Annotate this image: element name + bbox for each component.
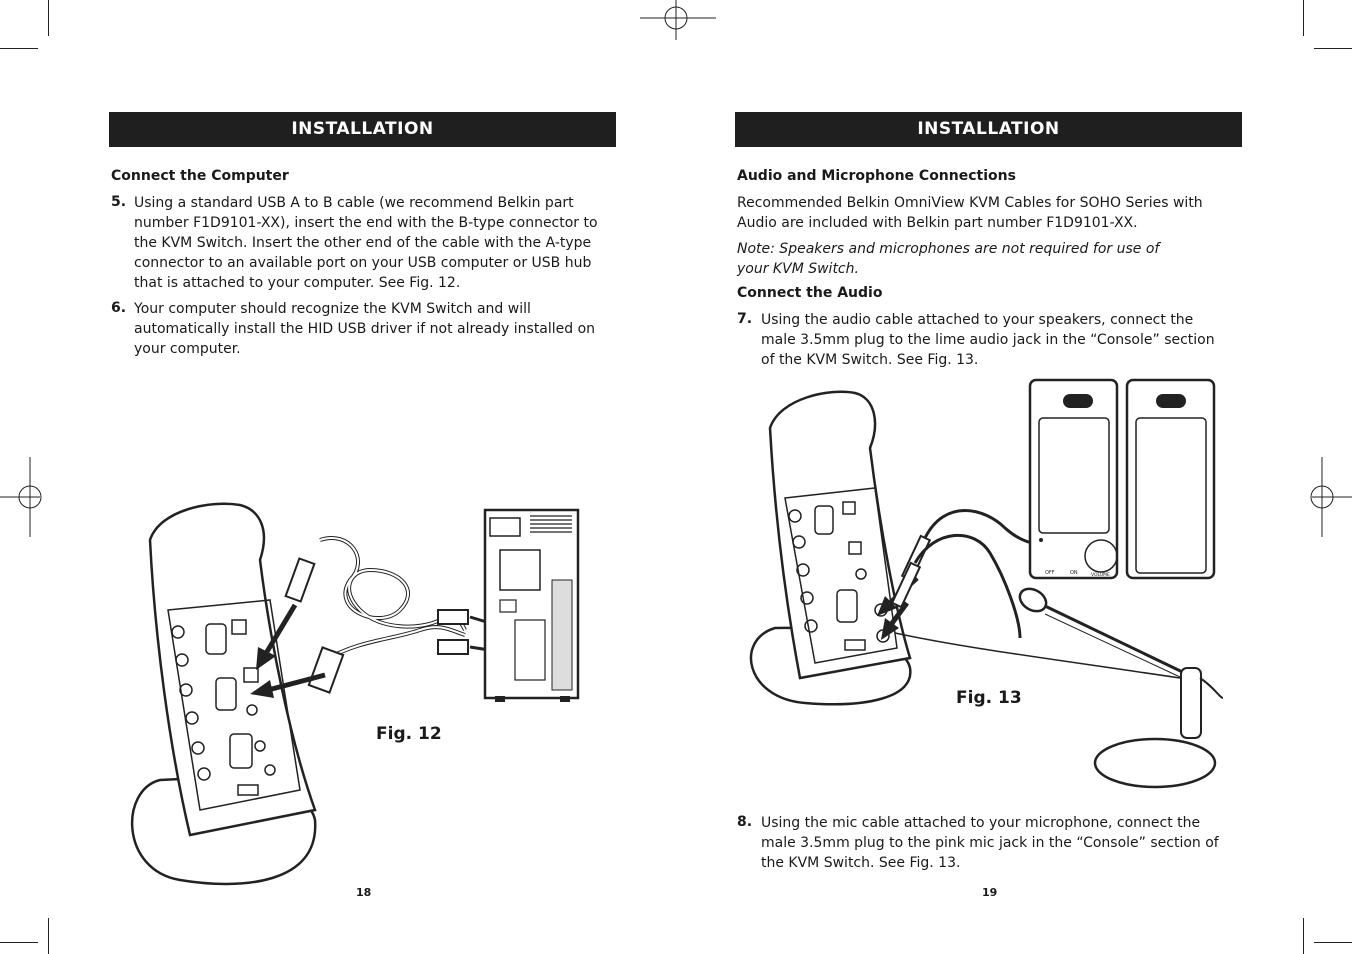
section-heading: Connect the Audio [737, 285, 883, 301]
figure-label: Fig. 13 [956, 688, 1022, 708]
kvm-audio-connection-illustration: OFF ON VOLUME [749, 378, 1224, 789]
crop-mark [0, 942, 38, 943]
intro-paragraph: Recommended Belkin OmniView KVM Cables f… [737, 195, 1203, 231]
speaker-off-label: OFF [1045, 570, 1055, 576]
speaker-on-label: ON [1070, 570, 1078, 576]
page-number: 19 [982, 886, 998, 899]
step-number: 5. [111, 194, 127, 210]
crop-mark [1314, 48, 1352, 49]
crop-mark [48, 918, 49, 954]
figure-label: Fig. 12 [376, 724, 442, 744]
section-header: INSTALLATION [735, 112, 1242, 147]
step-text: Using the mic cable attached to your mic… [761, 815, 1219, 871]
crop-mark [1303, 918, 1304, 954]
registration-mark-top [640, 0, 716, 40]
crop-mark [48, 0, 49, 36]
section-heading: Connect the Computer [111, 168, 289, 184]
registration-mark-right [1310, 457, 1352, 537]
speaker-volume-label: VOLUME [1091, 572, 1110, 578]
registration-mark-left [0, 457, 42, 537]
crop-mark [1303, 0, 1304, 36]
step-text: Using the audio cable attached to your s… [761, 312, 1215, 368]
step-number: 7. [737, 311, 753, 327]
crop-mark [0, 48, 38, 49]
step-number: 8. [737, 814, 753, 830]
section-header: INSTALLATION [109, 112, 616, 147]
step-number: 6. [111, 300, 127, 316]
crop-mark [1314, 942, 1352, 943]
note-paragraph: Note: Speakers and microphones are not r… [737, 241, 1160, 277]
page-number: 18 [356, 886, 372, 899]
kvm-usb-connection-illustration [130, 502, 580, 886]
step-text: Your computer should recognize the KVM S… [134, 301, 596, 357]
step-text: Using a standard USB A to B cable (we re… [134, 195, 598, 291]
section-heading: Audio and Microphone Connections [737, 168, 1016, 184]
